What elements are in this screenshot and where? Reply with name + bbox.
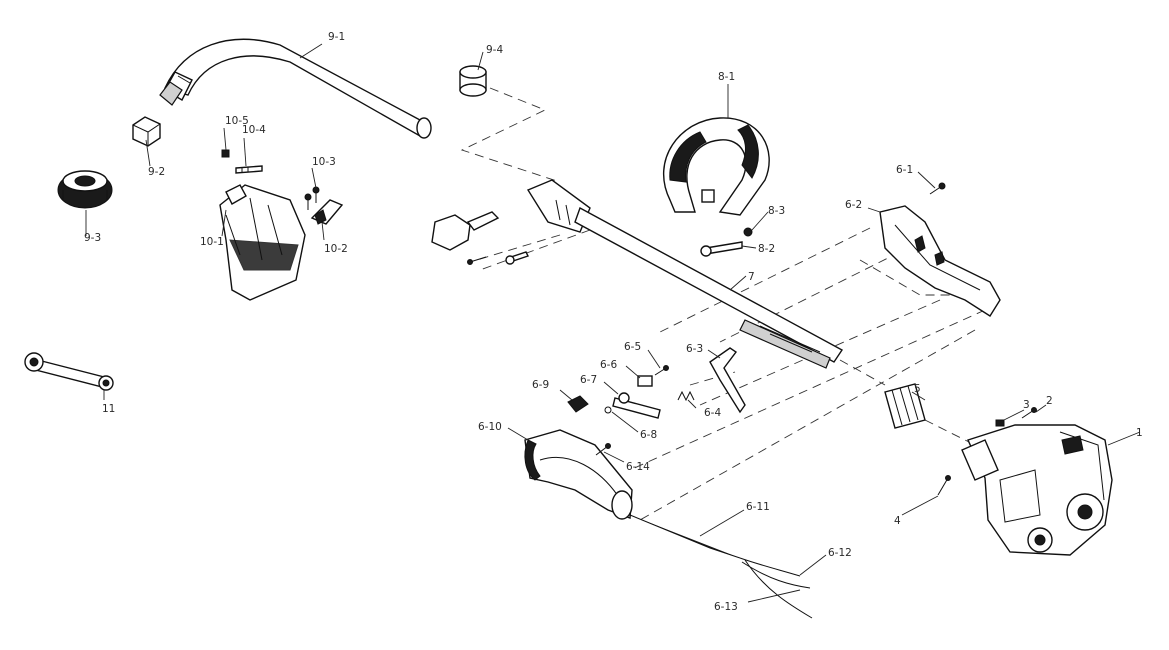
label-leader-lines <box>85 43 1141 603</box>
part-8-3-nut <box>743 227 753 237</box>
part-5-coupler <box>884 383 926 429</box>
part-9-1-upper-shaft <box>159 38 432 139</box>
label-10-5: 10-5 <box>225 115 249 127</box>
label-6-7: 6-7 <box>580 374 597 386</box>
label-5: 5 <box>914 383 921 395</box>
label-10-3: 10-3 <box>312 156 336 168</box>
part-10-3-screws <box>304 186 320 210</box>
label-6-2: 6-2 <box>845 199 862 211</box>
part-6-4-spring <box>677 390 695 402</box>
label-10-1: 10-1 <box>200 236 224 248</box>
part-2-screw <box>1021 407 1037 419</box>
label-9-3: 9-3 <box>84 232 101 244</box>
part-6-10-front-handle <box>524 429 633 520</box>
part-9-3-trimmer-head <box>57 170 113 209</box>
label-6-3: 6-3 <box>686 343 703 355</box>
label-10-2: 10-2 <box>324 243 348 255</box>
part-6-6-switch <box>637 375 653 387</box>
part-6-7-lever <box>612 392 661 419</box>
label-8-3: 8-3 <box>768 205 785 217</box>
part-11-wrench <box>24 352 114 391</box>
part-6-9-lock-block <box>567 395 589 413</box>
label-9-4: 9-4 <box>486 44 503 56</box>
part-9-2-coupler-block <box>132 116 161 147</box>
label-3: 3 <box>1023 399 1030 411</box>
label-6-11: 6-11 <box>746 501 770 513</box>
label-7: 7 <box>748 271 755 283</box>
callout-labels: 9-1 9-4 8-1 9-2 9-3 10-5 10-4 10-3 10-1 … <box>84 31 1143 613</box>
part-6-5-screw <box>654 365 669 376</box>
part-6-2-handle-housing <box>879 205 1001 317</box>
part-10-2-bracket <box>310 199 344 225</box>
label-6-1: 6-1 <box>896 164 913 176</box>
part-6-3-throttle-trigger <box>709 347 746 414</box>
label-11: 11 <box>102 403 115 415</box>
label-10-4: 10-4 <box>242 124 266 136</box>
part-7-main-shaft <box>526 179 844 369</box>
part-8-2-bolt <box>700 241 743 257</box>
part-8-1-loop-handle <box>663 117 770 216</box>
label-6-10: 6-10 <box>478 421 502 433</box>
label-8-1: 8-1 <box>718 71 735 83</box>
part-10-5-nut <box>221 149 230 158</box>
part-6-1-screw <box>929 182 946 195</box>
label-2: 2 <box>1046 395 1053 407</box>
label-8-2: 8-2 <box>758 243 775 255</box>
part-10-4-bolt <box>235 165 263 174</box>
label-9-1: 9-1 <box>328 31 345 43</box>
label-6-6: 6-6 <box>600 359 617 371</box>
label-9-2: 9-2 <box>148 166 165 178</box>
part-1-engine <box>961 424 1113 556</box>
label-4: 4 <box>894 515 901 527</box>
label-6-13: 6-13 <box>714 601 738 613</box>
part-knob <box>431 211 529 265</box>
part-9-4-sleeve <box>459 65 487 97</box>
label-6-5: 6-5 <box>624 341 641 353</box>
part-6-14-screw <box>595 443 611 456</box>
part-3-washer <box>995 419 1005 427</box>
label-6-12: 6-12 <box>828 547 852 559</box>
label-6-14: 6-14 <box>626 461 650 473</box>
part-4-screw <box>937 475 951 496</box>
part-6-8-spring <box>604 406 612 414</box>
label-1: 1 <box>1136 427 1143 439</box>
label-6-9: 6-9 <box>532 379 549 391</box>
label-6-8: 6-8 <box>640 429 657 441</box>
part-10-1-grass-guard <box>219 184 306 301</box>
label-6-4: 6-4 <box>704 407 721 419</box>
